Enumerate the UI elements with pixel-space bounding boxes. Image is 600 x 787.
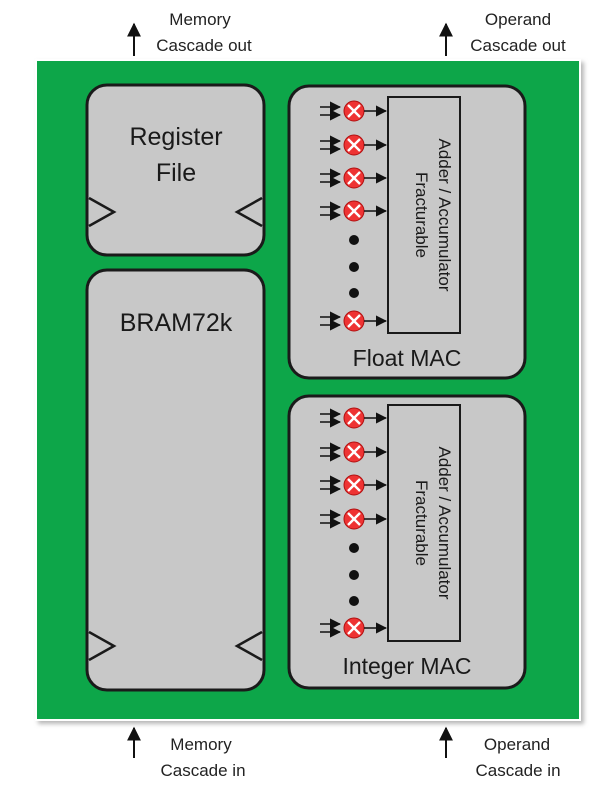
clock-triangle-icon [234,630,263,662]
multiplier-icon [343,310,365,332]
register-file-line2: File [156,159,196,187]
operand-in-line1: Operand [484,735,550,754]
multiplier-row [320,441,388,463]
register-file-block: Register File [85,83,266,257]
clock-triangle-icon [88,196,117,228]
multiplier-icon [343,100,365,122]
multiplier-icon [343,407,365,429]
integer-mac-title: Integer MAC [342,653,471,679]
operand-in-line2: Cascade in [475,761,560,780]
integer-mac-block: Fracturable Adder / Accumulator Integer … [287,394,527,690]
accumulator-line2: Adder / Accumulator [435,138,454,291]
accumulator-line1: Fracturable [412,480,431,566]
ellipsis-dot [349,235,359,245]
accumulator-box [387,96,461,334]
float-mac-title: Float MAC [353,345,462,371]
multiplier-row [320,508,388,530]
memory-cascade-in: Memory Cascade in [127,726,246,780]
accumulator-line2: Adder / Accumulator [435,446,454,599]
operand-out-line1: Operand [485,10,551,29]
multiplier-row [320,100,388,122]
memory-cascade-out: Memory Cascade out [127,10,252,56]
clock-triangle-icon [234,196,263,228]
clock-triangle-icon [88,630,117,662]
multiplier-icon [343,474,365,496]
multiplier-column [320,407,388,639]
ellipsis-dot [349,570,359,580]
multiplier-icon [343,617,365,639]
operand-cascade-in: Operand Cascade in [439,726,561,780]
multiplier-row [320,134,388,156]
memory-in-line1: Memory [170,735,232,754]
multiplier-column [320,100,388,332]
float-mac-block: Fracturable Adder / Accumulator Float MA… [287,84,527,380]
memory-in-line2: Cascade in [160,761,245,780]
multiplier-row [320,310,388,332]
bram-title: BRAM72k [120,309,233,337]
multiplier-row [320,474,388,496]
multiplier-row [320,407,388,429]
ellipsis-dot [349,596,359,606]
ellipsis-dot [349,543,359,553]
accumulator-line1: Fracturable [412,172,431,258]
ellipsis-dot [349,262,359,272]
ellipsis-dot [349,288,359,298]
multiplier-icon [343,200,365,222]
multiplier-row [320,200,388,222]
operand-cascade-out: Operand Cascade out [439,10,566,56]
accumulator-box [387,404,461,642]
register-file-line1: Register [129,123,222,151]
memory-out-line1: Memory [169,10,231,29]
multiplier-icon [343,508,365,530]
multiplier-icon [343,167,365,189]
multiplier-row [320,167,388,189]
multiplier-icon [343,441,365,463]
operand-out-line2: Cascade out [470,36,566,55]
multiplier-icon [343,134,365,156]
bram72k-block: BRAM72k [85,268,266,692]
memory-out-line2: Cascade out [156,36,252,55]
multiplier-row [320,617,388,639]
